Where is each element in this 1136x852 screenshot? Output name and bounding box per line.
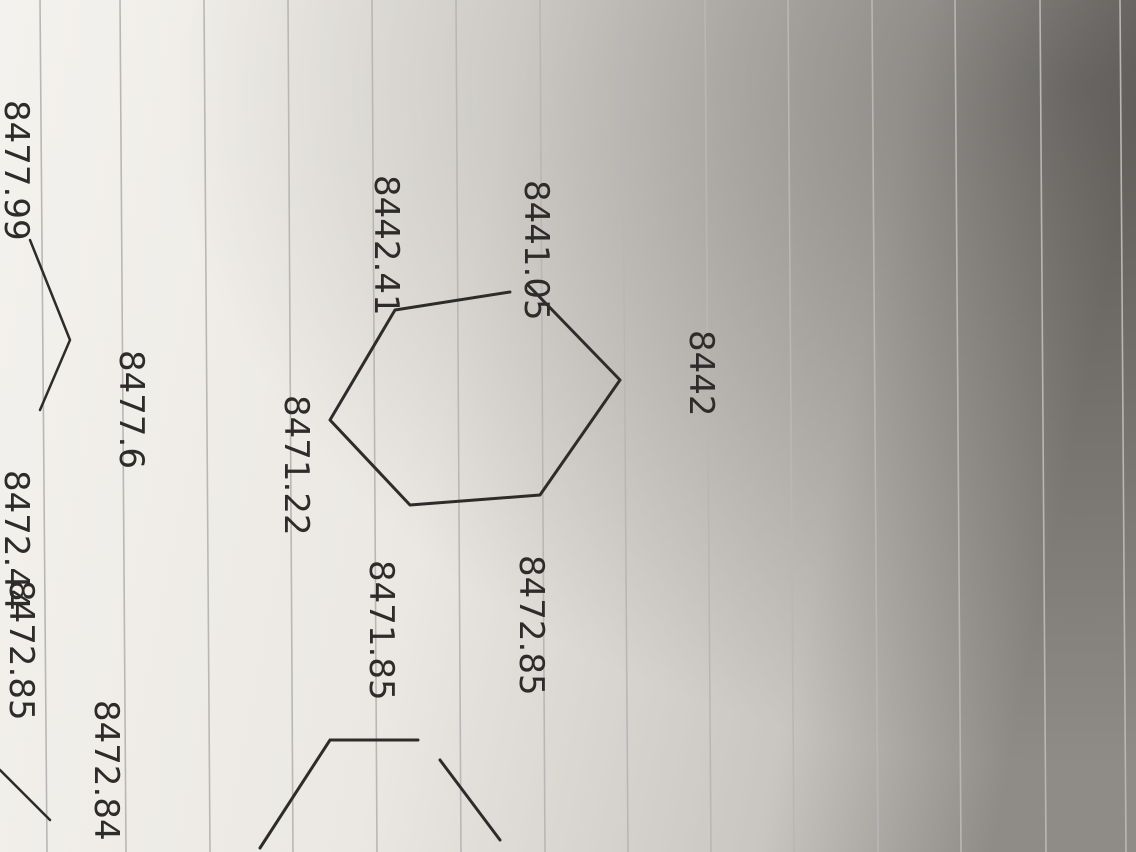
label-top: 8442 [681, 330, 721, 417]
hexagon-sketch [328, 283, 622, 507]
margin-line-4: 8472.84 [86, 700, 126, 841]
label-bottom-right: 8472.85 [511, 555, 551, 696]
left-sketch [0, 238, 72, 822]
label-bottom: 8471.22 [276, 395, 316, 536]
margin-line-2: 8477.99 [0, 100, 36, 241]
margin-line-1: 8477.6 [111, 350, 151, 469]
label-top-left: 8442.41 [366, 175, 406, 316]
margin-line-5: 8472.85 [1, 580, 41, 721]
margin-line-3: 8472.44 [0, 470, 36, 611]
ruled-lines [39, 0, 1127, 852]
label-bottom-left: 8471.85 [361, 560, 401, 701]
handwriting: 8442 8441.05 8442.41 8472.85 8471.85 847… [0, 100, 721, 841]
label-top-right: 8441.05 [516, 180, 556, 321]
partial-hexagon [258, 738, 502, 850]
